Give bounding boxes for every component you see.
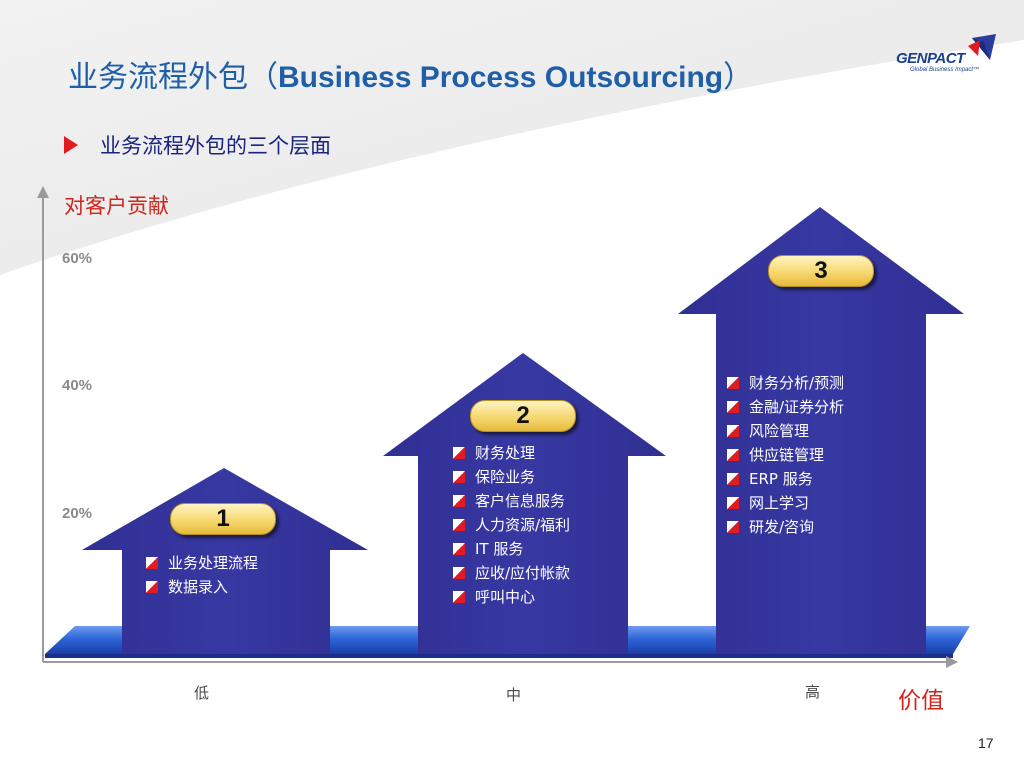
list-item: 研发/咨询 <box>727 515 844 539</box>
title-en: Business Process Outsourcing <box>278 61 724 94</box>
subtitle-text: 业务流程外包的三个层面 <box>100 134 331 158</box>
bullet-square-icon <box>727 425 739 437</box>
level-2-badge: 2 <box>470 400 576 432</box>
level-1-arrow <box>82 468 368 654</box>
x-axis-title: 价值 <box>898 688 944 714</box>
bullet-square-icon <box>727 401 739 413</box>
list-item: 网上学习 <box>727 491 844 515</box>
list-item: 供应链管理 <box>727 443 844 467</box>
list-item: 应收/应付帐款 <box>453 561 570 585</box>
level-3-arrow <box>678 207 964 654</box>
page-title: 业务流程外包（Business Process Outsourcing） <box>68 52 753 96</box>
subtitle-bullet: 业务流程外包的三个层面 <box>64 130 331 160</box>
bullet-square-icon <box>146 557 158 569</box>
x-tick-low: 低 <box>194 684 210 702</box>
bullet-square-icon <box>453 567 465 579</box>
level-1-badge: 1 <box>170 503 276 535</box>
genpact-logo: GENPACT Global Business Impact™ <box>896 34 1000 78</box>
x-tick-mid: 中 <box>506 686 522 704</box>
bullet-square-icon <box>453 447 465 459</box>
title-close: ） <box>723 60 754 95</box>
bullet-square-icon <box>146 581 158 593</box>
bullet-square-icon <box>453 471 465 483</box>
list-item: 呼叫中心 <box>453 585 570 609</box>
title-cn: 业务流程外包（ <box>68 60 278 95</box>
bullet-square-icon <box>453 591 465 603</box>
list-item: 金融/证券分析 <box>727 395 844 419</box>
bullet-square-icon <box>453 543 465 555</box>
bullet-square-icon <box>453 495 465 507</box>
bullet-square-icon <box>727 497 739 509</box>
list-item: 客户信息服务 <box>453 489 570 513</box>
list-item: ERP 服务 <box>727 467 844 491</box>
bullet-square-icon <box>727 449 739 461</box>
list-item: 财务处理 <box>453 441 570 465</box>
logo-tagline: Global Business Impact™ <box>910 67 980 73</box>
y-tick-40: 40% <box>62 377 93 394</box>
level-1-items: 业务处理流程 数据录入 <box>146 551 258 599</box>
list-item: 财务分析/预测 <box>727 371 844 395</box>
list-item: 业务处理流程 <box>146 551 258 575</box>
bullet-square-icon <box>453 519 465 531</box>
list-item: 风险管理 <box>727 419 844 443</box>
level-2-items: 财务处理 保险业务 客户信息服务 人力资源/福利 IT 服务 应收/应付帐款 呼… <box>453 441 570 609</box>
logo-text: GENPACT <box>896 50 965 67</box>
list-item: 人力资源/福利 <box>453 513 570 537</box>
bullet-square-icon <box>727 473 739 485</box>
list-item: 保险业务 <box>453 465 570 489</box>
bullet-square-icon <box>727 377 739 389</box>
level-3-items: 财务分析/预测 金融/证券分析 风险管理 供应链管理 ERP 服务 网上学习 研… <box>727 371 844 539</box>
page-number: 17 <box>978 735 994 751</box>
level-3-badge: 3 <box>768 255 874 287</box>
logo-mark-icon <box>968 34 996 60</box>
y-tick-60: 60% <box>62 250 93 267</box>
list-item: 数据录入 <box>146 575 258 599</box>
x-tick-high: 高 <box>805 683 821 701</box>
y-axis-title: 对客户贡献 <box>64 194 169 218</box>
red-triangle-bullet-icon <box>64 136 78 154</box>
y-tick-20: 20% <box>62 505 93 522</box>
bullet-square-icon <box>727 521 739 533</box>
base-platform-edge <box>45 654 953 658</box>
list-item: IT 服务 <box>453 537 570 561</box>
